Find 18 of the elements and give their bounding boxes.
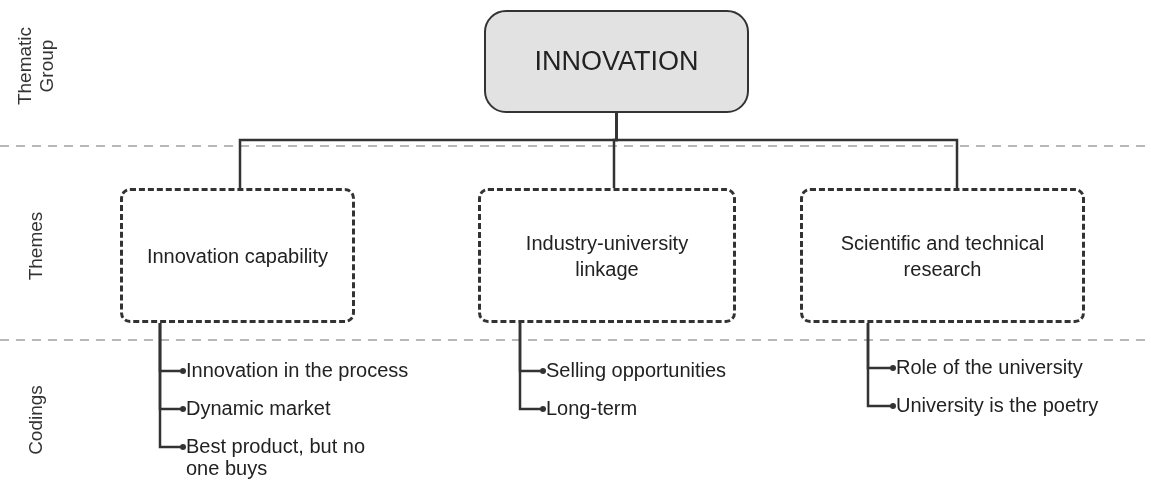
- coding-text: Best product, but no one buys: [186, 435, 401, 479]
- thematic-group-box: INNOVATION: [484, 10, 749, 113]
- theme-box: Scientific and technical research: [800, 188, 1085, 323]
- coding-text: Dynamic market: [186, 397, 331, 419]
- connector-line: [158, 323, 186, 450]
- row-label: Codings: [25, 384, 47, 457]
- theme-box: Innovation capability: [120, 188, 355, 323]
- coding-text: Role of the university: [896, 356, 1083, 378]
- row-label: Thematic Group: [14, 25, 58, 108]
- coding-text: Innovation in the process: [186, 359, 409, 381]
- connector-line: [518, 323, 546, 412]
- connector-line: [866, 323, 896, 409]
- coding-text: Long-term: [546, 397, 638, 419]
- coding-text: Selling opportunities: [546, 359, 727, 381]
- row-label: Themes: [25, 210, 47, 283]
- theme-box: Industry-university linkage: [478, 188, 736, 323]
- connector-line: [615, 113, 959, 188]
- coding-text: University is the poetry: [896, 394, 1099, 416]
